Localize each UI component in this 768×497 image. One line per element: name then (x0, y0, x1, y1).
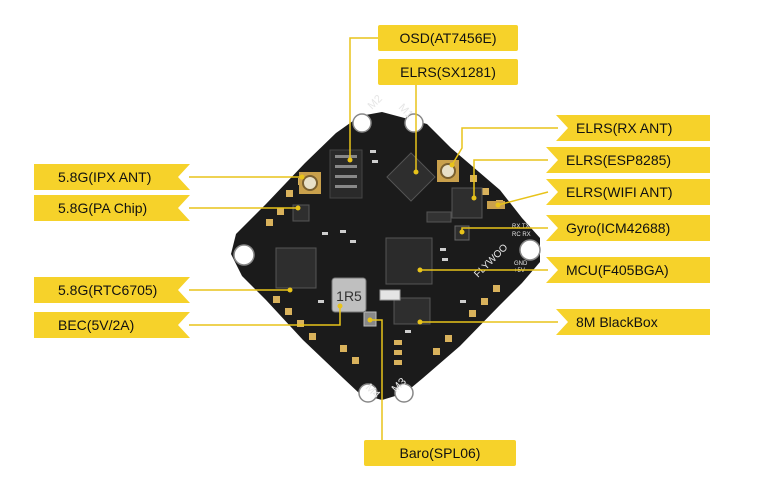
chip-elrs-sx1281 (386, 152, 436, 202)
pad-label-rxtx: RX TX (512, 224, 530, 230)
mount-hole-m2 (352, 113, 372, 133)
leader-dots (287, 157, 501, 325)
bec-inductor: 1R5 (331, 277, 367, 313)
callout-blackbox: 8M BlackBox (556, 309, 710, 335)
callout-elrs-sx1281: ELRS(SX1281) (378, 59, 518, 85)
leader-elrs-wifi (497, 191, 549, 206)
chip-blackbox (393, 297, 431, 325)
callout-elrs-wifi-ant: ELRS(WIFI ANT) (546, 179, 710, 205)
leader-osd (349, 37, 379, 160)
chip-esp8285 (451, 187, 483, 219)
mount-hole-m1 (404, 113, 424, 133)
inductor-marking: 1R5 (336, 288, 362, 304)
callout-bec: BEC(5V/2A) (34, 312, 190, 338)
chip-osd (329, 149, 363, 199)
chip-rtc6705 (275, 247, 317, 289)
mount-hole-m3 (394, 383, 414, 403)
callout-elrs-esp8285: ELRS(ESP8285) (546, 147, 710, 173)
motor-label-m2: M2 (366, 93, 385, 112)
pad-label-gnd: GND (514, 261, 528, 267)
callout-ipx-ant: 5.8G(IPX ANT) (34, 164, 190, 190)
chip-aux (426, 211, 452, 223)
flight-controller-board: M2 M1 M4 M3 (231, 93, 541, 403)
callout-baro: Baro(SPL06) (364, 440, 516, 466)
pad-label-5v: +5V (514, 268, 525, 274)
callout-gyro: Gyro(ICM42688) (546, 215, 710, 241)
callout-mcu: MCU(F405BGA) (546, 257, 710, 283)
callout-osd: OSD(AT7456E) (378, 25, 518, 51)
leader-elrs-esp (473, 159, 548, 198)
callout-rtc6705: 5.8G(RTC6705) (34, 277, 190, 303)
callout-pa-chip: 5.8G(PA Chip) (34, 195, 190, 221)
mount-hole-m4 (358, 383, 378, 403)
crystal (379, 289, 401, 301)
leader-baro (370, 319, 383, 440)
smd-components (318, 150, 466, 333)
callout-elrs-rx-ant: ELRS(RX ANT) (556, 115, 710, 141)
ipx-connector-5g8 (299, 172, 321, 194)
mount-hole-left (233, 244, 255, 266)
pads-bottom (340, 340, 402, 365)
leader-elrs-rx-ant (451, 127, 558, 166)
leader-bec (189, 306, 341, 326)
mount-hole-right (519, 239, 541, 261)
ipx-connector-elrs (437, 160, 459, 182)
pad-label-rcrx: RC RX (512, 232, 531, 238)
chip-mcu (385, 237, 433, 285)
